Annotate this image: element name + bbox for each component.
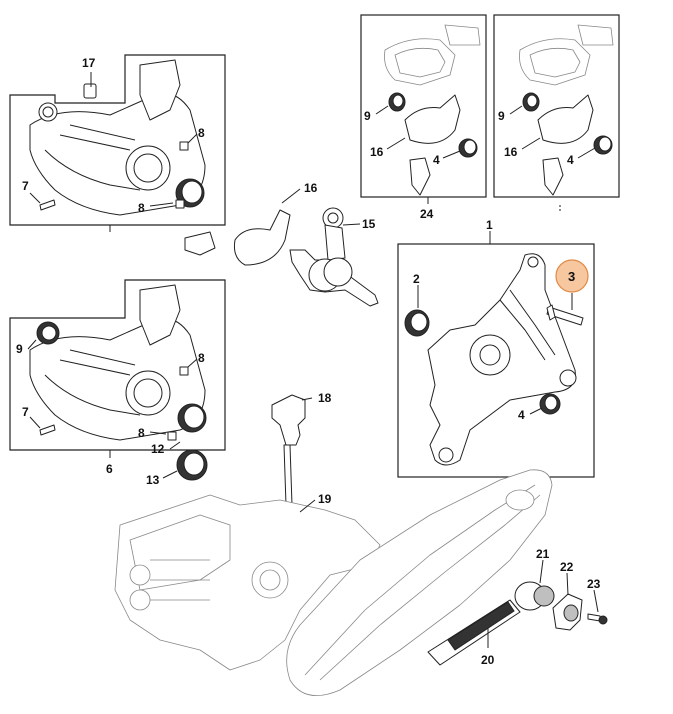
callout-4-gasket-left: 4 [433, 153, 440, 167]
callout-22: 22 [560, 560, 574, 574]
callout-13: 13 [146, 473, 160, 487]
callout-12: 12 [151, 442, 165, 456]
callout-15: 15 [362, 217, 376, 231]
callout-3-highlighted: 3 [555, 259, 589, 293]
crankshaft-assembly [184, 207, 379, 307]
callout-16-gasket-right: 16 [504, 145, 518, 159]
callouts: 17 8 7 8 16 15 9 8 7 8 12 13 6 9 16 4 24… [16, 56, 601, 667]
highlight-circle [555, 259, 589, 293]
callout-4-gasket-right: 4 [567, 153, 574, 167]
bottom-right-parts [427, 581, 608, 666]
engine-block [114, 494, 381, 671]
callout-20: 20 [481, 653, 495, 667]
callout-2: 2 [413, 272, 420, 286]
callout-19: 19 [318, 492, 332, 506]
gasket-group-right [493, 14, 620, 212]
callout-4-housing: 4 [518, 408, 525, 422]
leader-lines [27, 72, 599, 648]
callout-21: 21 [536, 547, 550, 561]
callout-7-top: 7 [22, 179, 29, 193]
callout-8-top-b: 8 [138, 201, 145, 215]
callout-9-gasket-right: 9 [498, 109, 505, 123]
callout-16-crank: 16 [304, 181, 318, 195]
callout-3-label: 3 [568, 269, 575, 284]
callout-17-top: 17 [82, 56, 96, 70]
callout-8-bottom-a: 8 [198, 351, 205, 365]
callout-16-gasket-left: 16 [370, 145, 384, 159]
callout-6: 6 [106, 462, 113, 476]
crankcase-group-bottom [9, 279, 226, 481]
callout-1: 1 [486, 218, 493, 232]
callout-9-bottom-left: 9 [16, 342, 23, 356]
callout-9-gasket-left: 9 [364, 109, 371, 123]
callout-7-bottom: 7 [22, 405, 29, 419]
callout-18: 18 [318, 391, 332, 405]
gasket-group-left [360, 14, 487, 204]
crankcase-group-top [9, 54, 226, 232]
callout-24: 24 [420, 207, 434, 221]
callout-23: 23 [587, 577, 601, 591]
callout-8-bottom-b: 8 [138, 426, 145, 440]
guide-bar-cover [286, 469, 553, 697]
callout-8-top-a: 8 [198, 126, 205, 140]
